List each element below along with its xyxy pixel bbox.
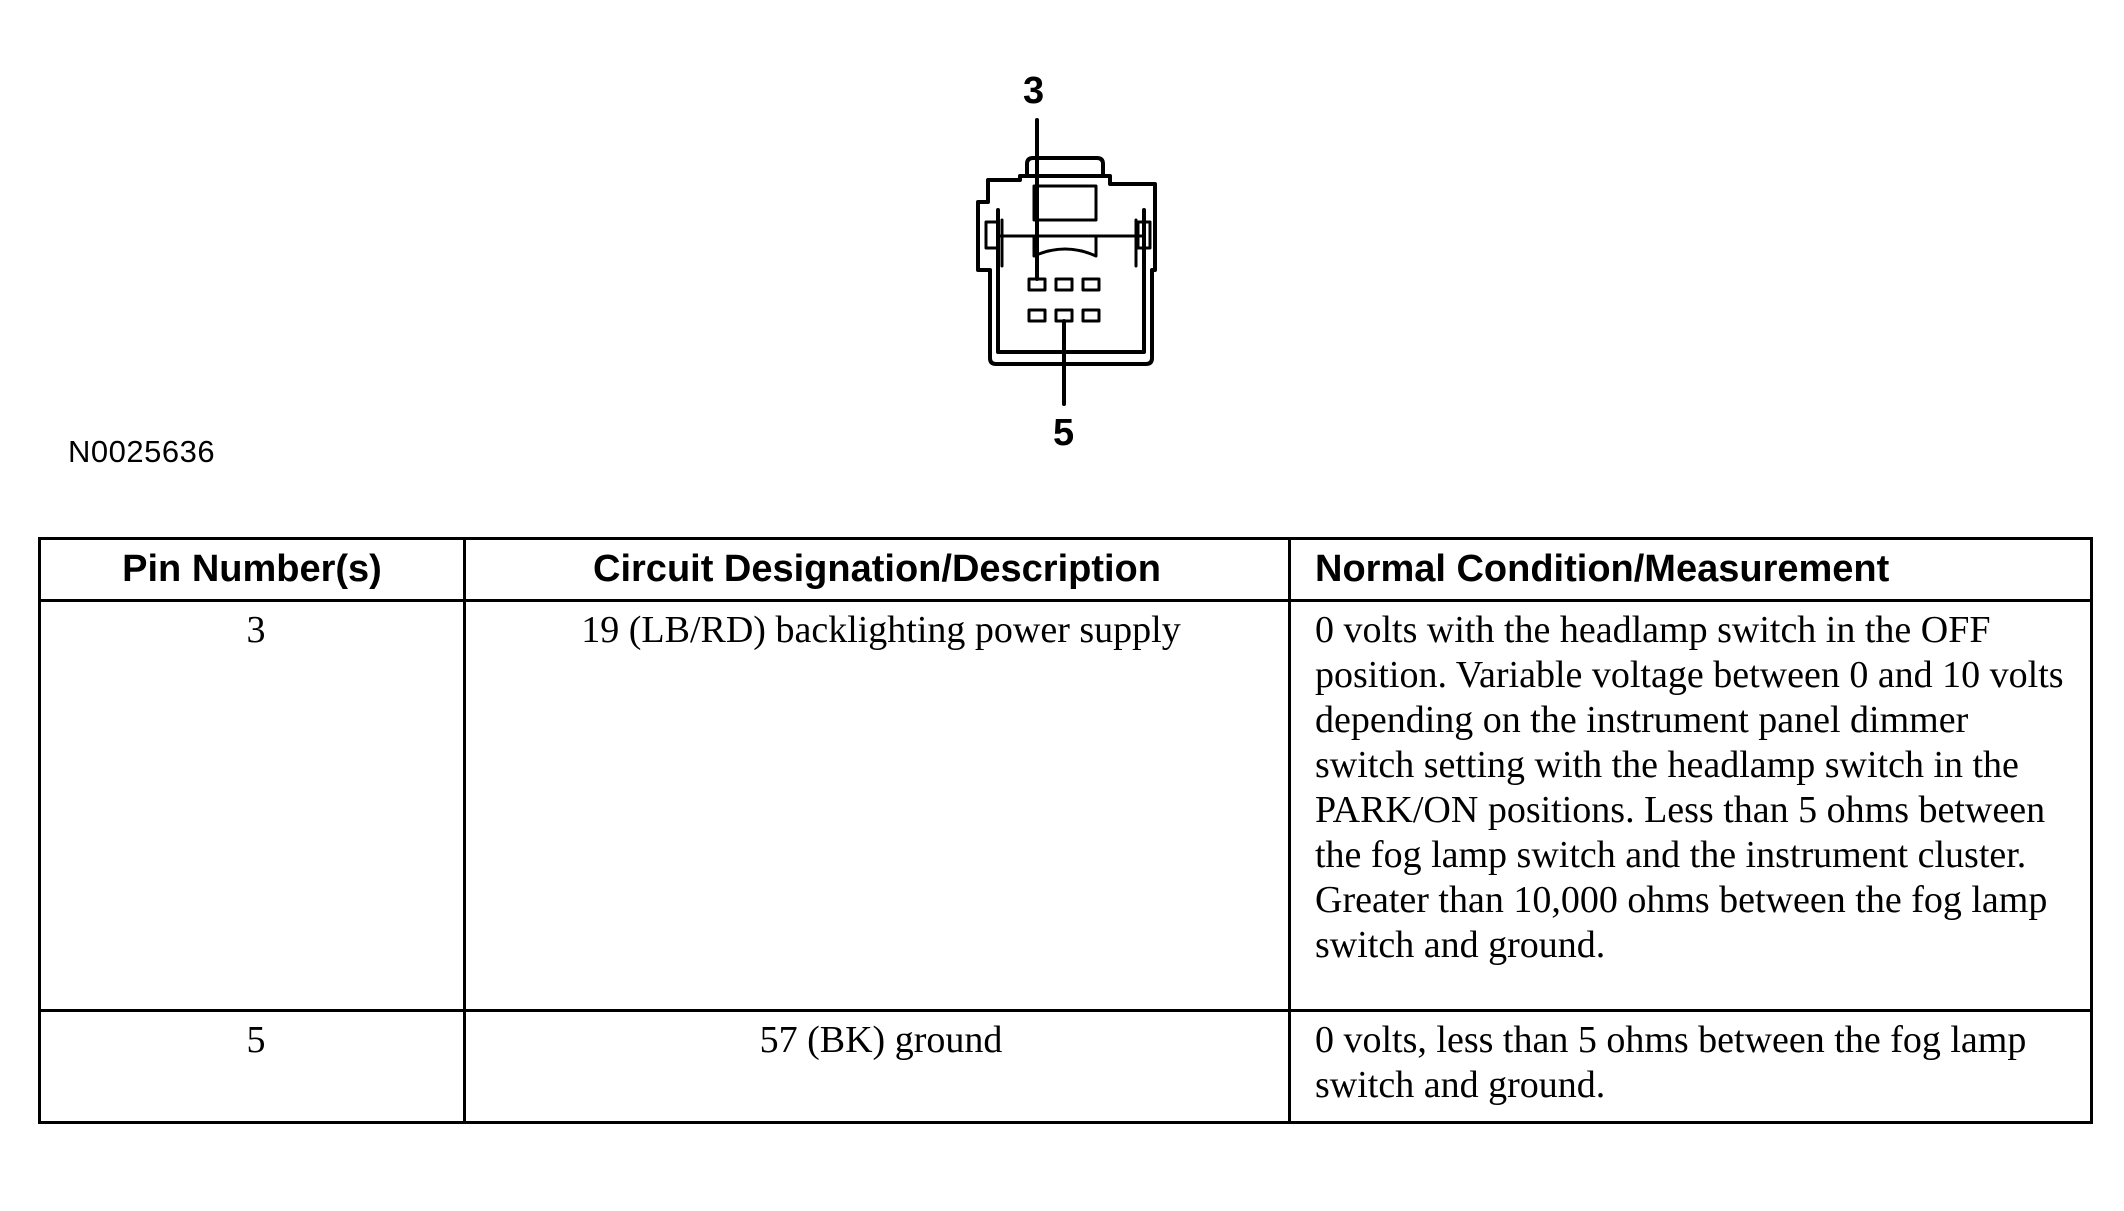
connector-diagram: 3 5: [960, 60, 1200, 480]
pin-table: Pin Number(s) Circuit Designation/Descri…: [38, 537, 2093, 1124]
locking-tab-window: [1032, 184, 1098, 222]
connector-inner-outline: [996, 208, 1146, 354]
measurement-cell: 0 volts with the headlamp switch in the …: [1288, 599, 2093, 1012]
circuit-cell: 57 (BK) ground: [463, 1009, 1291, 1124]
pin-number-cell: 5: [38, 1009, 466, 1124]
measurement-cell: 0 volts, less than 5 ohms between the fo…: [1288, 1009, 2093, 1124]
connector-body-outline: [976, 174, 1157, 366]
table-row: 3 19 (LB/RD) backlighting power supply 0…: [38, 599, 2093, 1012]
table-row: 5 57 (BK) ground 0 volts, less than 5 oh…: [38, 1009, 2093, 1124]
figure-id: N0025636: [68, 434, 216, 469]
column-header-circuit: Circuit Designation/Description: [463, 537, 1291, 602]
left-latch-window: [984, 220, 1000, 250]
column-header-pin-number: Pin Number(s): [38, 537, 466, 602]
pin-cavity: [1027, 308, 1047, 323]
connector-face-drawing: [976, 118, 1157, 406]
circuit-cell: 19 (LB/RD) backlighting power supply: [463, 599, 1291, 1012]
pin-3-callout: 3: [1023, 70, 1045, 112]
pin-number-cell: 3: [38, 599, 466, 1012]
locking-tab: [1025, 156, 1105, 178]
pin-cavity: [1081, 277, 1101, 292]
pin-cavity: [1081, 308, 1101, 323]
pin-cavity: [1054, 277, 1074, 292]
pin-5-callout: 5: [1053, 412, 1075, 454]
table-header-row: Pin Number(s) Circuit Designation/Descri…: [38, 537, 2093, 602]
column-header-measurement: Normal Condition/Measurement: [1288, 537, 2093, 602]
right-latch-window: [1136, 220, 1152, 250]
